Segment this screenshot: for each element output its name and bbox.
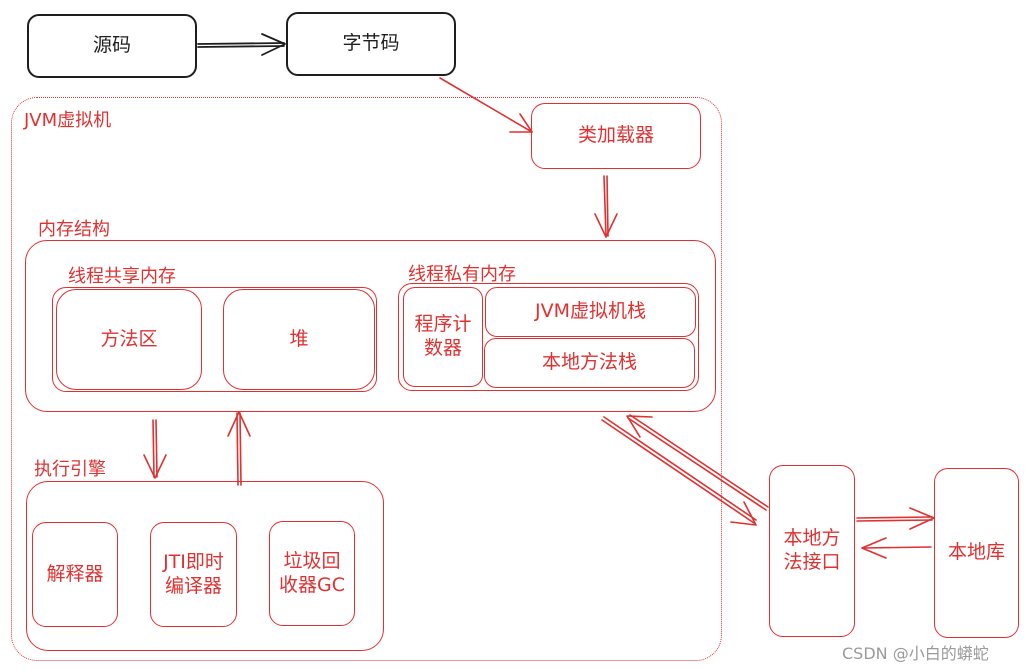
arrow-execution-to-memory — [227, 411, 251, 486]
interpreter-node: 解释器 — [32, 522, 118, 627]
arrow-source-to-bytecode — [197, 33, 286, 56]
memory-structure-label: 内存结构 — [38, 219, 110, 240]
program-counter-node: 程序计 数器 — [403, 287, 483, 387]
arrow-memory-to-execution — [143, 419, 167, 479]
execution-engine-label: 执行引擎 — [34, 459, 106, 480]
thread-shared-label: 线程共享内存 — [68, 266, 176, 287]
arrow-interface-to-library — [856, 507, 935, 530]
bytecode-node: 字节码 — [286, 12, 456, 76]
arrow-library-to-interface — [861, 537, 932, 559]
arrow-bytecode-to-class-loader — [439, 77, 533, 133]
garbage-collector-node: 垃圾回 收器GC — [269, 521, 355, 626]
source-code-node: 源码 — [27, 14, 197, 78]
class-loader-node: 类加载器 — [531, 103, 701, 169]
jit-compiler-node: JTI即时 编译器 — [150, 522, 237, 627]
method-area-node: 方法区 — [56, 289, 202, 390]
native-library-node: 本地库 — [934, 468, 1019, 638]
thread-private-label: 线程私有内存 — [408, 264, 516, 285]
jvm-stack-node: JVM虚拟机栈 — [485, 287, 696, 337]
arrow-native-interface-to-memory — [626, 414, 769, 511]
native-method-stack-node: 本地方法栈 — [484, 338, 695, 388]
arrow-memory-to-native-interface — [601, 416, 757, 526]
execution-engine-group — [26, 481, 384, 651]
thread-shared-group — [52, 287, 377, 392]
memory-structure-group — [25, 240, 716, 412]
thread-private-group — [398, 283, 699, 391]
jvm-label: JVM虚拟机 — [24, 110, 112, 131]
heap-node: 堆 — [223, 289, 375, 390]
watermark: CSDN @小白的蟒蛇 — [842, 644, 989, 663]
jvm-boundary — [11, 97, 722, 661]
native-interface-node: 本地方 法接口 — [769, 465, 855, 637]
arrow-class-loader-to-memory — [594, 175, 618, 238]
